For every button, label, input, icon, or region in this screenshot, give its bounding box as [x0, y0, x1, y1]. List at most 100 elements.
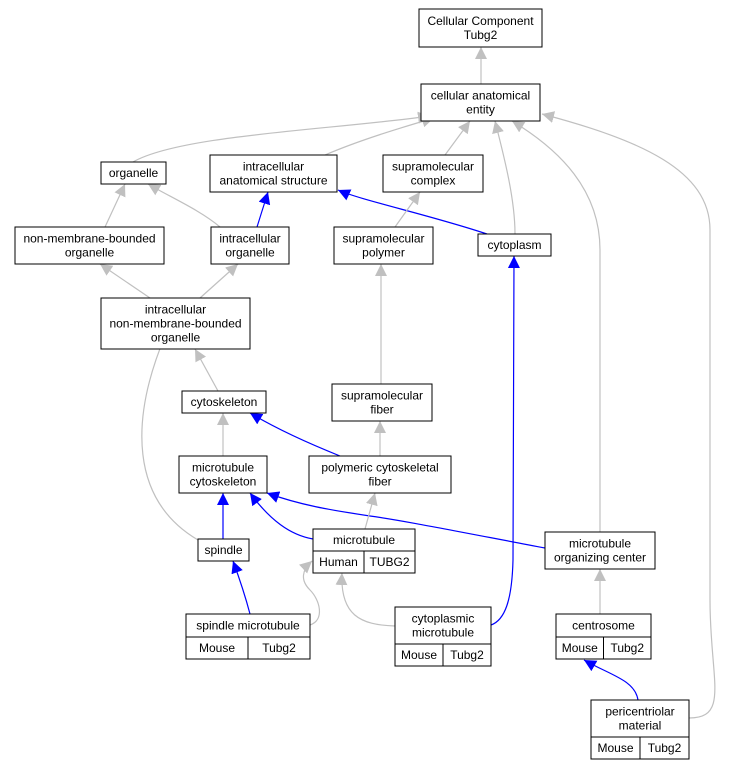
edge-is-a-spindle-microtubule-to-microtubule [299, 560, 320, 626]
node-label-line: Tubg2 [464, 28, 498, 42]
node-label-line: cytoskeleton [190, 475, 257, 489]
species-label: Mouse [401, 648, 437, 662]
species-cell [603, 636, 652, 660]
node-label-line: complex [411, 174, 456, 188]
node-box [382, 154, 484, 193]
edge-is-a-spindle-to-intracellular-nmb-organelle [141, 335, 199, 541]
edge-part-of-cytoplasm-to-intracellular-anatomical-structure [337, 189, 488, 235]
node-label-line: centrosome [572, 619, 635, 633]
node-label-line: intracellular [219, 232, 280, 246]
edge-is-a-organelle-to-cellular-anatomical-entity [132, 111, 431, 163]
node-box [210, 226, 290, 265]
node-intracellular-nmb-organelle[interactable]: intracellularnon-membrane-boundedorganel… [100, 297, 251, 350]
species-label: Tubg2 [648, 741, 682, 755]
node-box [394, 606, 492, 645]
node-label-line: microtubule [569, 537, 631, 551]
edge-is-a-intracellular-anatomical-structure-to-cellular-anatomical-entity [324, 115, 435, 156]
edge-is-a-mtoc-to-cellular-anatomical-entity [511, 120, 601, 532]
species-cell [247, 636, 311, 660]
node-label-line: cytoplasm [487, 238, 541, 252]
species-label: Tubg2 [262, 641, 296, 655]
species-cell [363, 550, 416, 574]
node-label-line: cellular anatomical [431, 89, 530, 103]
node-box [544, 531, 656, 570]
node-spindle[interactable]: spindle [197, 538, 250, 562]
node-label-line: Cellular Component [427, 14, 534, 28]
edge-part-of-cytoplasmic-microtubule-to-cytoplasm [490, 255, 520, 626]
node-box [209, 154, 338, 193]
node-label-line: organelle [151, 331, 201, 345]
species-label: Human [319, 555, 358, 569]
node-label-line: supramolecular [342, 232, 424, 246]
node-box [178, 455, 268, 494]
node-label-line: intracellular [243, 160, 304, 174]
node-box [420, 83, 541, 122]
edge-is-a-cytoplasm-to-cellular-anatomical-entity [492, 120, 516, 235]
node-label-line: non-membrane-bounded [109, 317, 241, 331]
node-cytoskeleton[interactable]: cytoskeleton [181, 390, 267, 414]
node-box [100, 161, 167, 185]
edge-is-a-cytoplasmic-microtubule-to-microtubule [335, 572, 396, 627]
edge-is-a-supramolecular-polymer-to-supramolecular-complex [394, 191, 421, 228]
edge-is-a-cytoskeleton-to-intracellular-nmb-organelle [194, 348, 219, 392]
species-label: Mouse [199, 641, 235, 655]
node-label-line: spindle microtubule [196, 619, 300, 633]
node-label-line: organelle [65, 246, 115, 260]
node-label-line: fiber [370, 403, 393, 417]
edge-is-a-intracellular-nmb-organelle-to-non-membrane-bounded-organelle [99, 263, 151, 299]
species-label: Tubg2 [450, 648, 484, 662]
edge-part-of-microtubule-to-microtubule-cytoskeleton [249, 492, 314, 540]
node-label-line: microtubule [192, 461, 254, 475]
node-label-line: intracellular [145, 303, 206, 317]
species-cell [442, 643, 492, 667]
node-label-line: microtubule [412, 626, 474, 640]
node-label-line: material [619, 719, 662, 733]
node-label-line: supramolecular [341, 389, 423, 403]
edge-is-a-intracellular-organelle-to-organelle [147, 183, 221, 228]
edge-is-a-non-membrane-bounded-organelle-to-organelle [104, 183, 126, 228]
node-label-line: organelle [109, 166, 159, 180]
edge-is-a-microtubule-to-polymeric-cytoskeletal-fiber [364, 492, 378, 530]
node-label-line: non-membrane-bounded [23, 232, 155, 246]
node-box [418, 8, 543, 48]
node-organelle[interactable]: organelle [100, 161, 167, 185]
node-label-line: anatomical structure [219, 174, 327, 188]
node-label-line: spindle [204, 543, 242, 557]
edge-part-of-polymeric-cytoskeletal-fiber-to-cytoskeleton [249, 412, 341, 457]
species-cell [639, 736, 690, 760]
edge-part-of-intracellular-organelle-to-intracellular-anatomical-structure [256, 191, 271, 228]
node-box [590, 699, 690, 738]
node-box [197, 538, 250, 562]
node-box [14, 226, 165, 265]
node-box [333, 226, 434, 265]
edge-part-of-pericentriolar-material-to-centrosome [583, 659, 639, 701]
edge-is-a-pericentriolar-material-to-cellular-anatomical-entity [541, 111, 716, 719]
node-box [100, 297, 251, 350]
node-box [331, 383, 433, 422]
edges-layer [99, 47, 716, 719]
node-box [308, 455, 452, 494]
node-cytoplasm[interactable]: cytoplasm [477, 233, 552, 257]
edge-part-of-spindle-microtubule-to-spindle [231, 560, 251, 615]
node-label-line: supramolecular [392, 160, 474, 174]
node-label-line: organelle [225, 246, 275, 260]
species-label: TUBG2 [369, 555, 409, 569]
